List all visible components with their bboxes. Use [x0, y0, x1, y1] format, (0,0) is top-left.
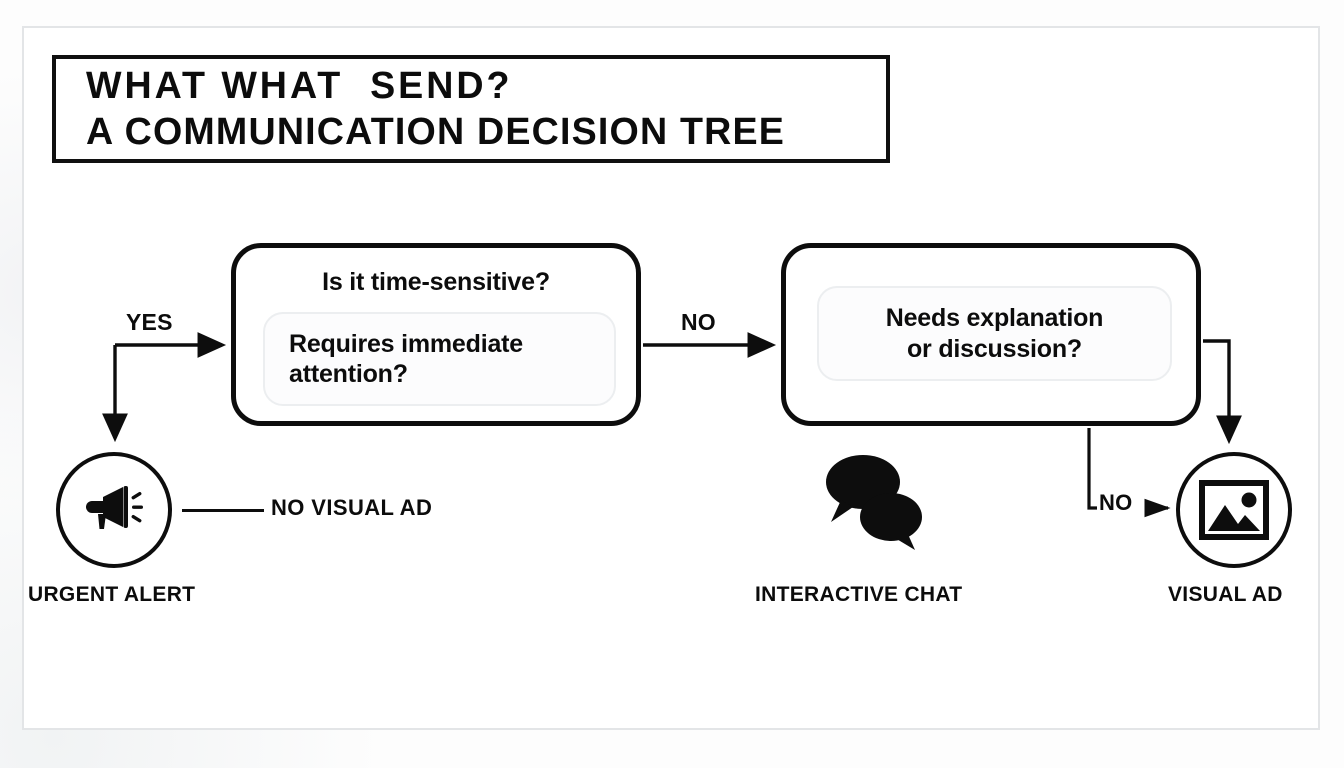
- decision-box-2-subquestion-line-2: or discussion?: [906, 334, 1082, 363]
- title-line-1: WHAT WHAT SEND?: [86, 64, 513, 107]
- decision-box-1-heading: Is it time-sensitive?: [322, 268, 550, 296]
- edge-label-no-to-visual-ad: NO: [1099, 490, 1133, 515]
- edge-label-no-to-second-box: NO: [681, 309, 716, 335]
- decision-box-1-subquestion-line-1: Requires immediate: [289, 329, 523, 358]
- visual-ad-circle: [1176, 452, 1292, 568]
- speech-bubbles-icon: [826, 455, 922, 550]
- urgent-alert-circle: [56, 452, 172, 568]
- edge-label-yes: YES: [126, 309, 173, 335]
- megaphone-icon: [86, 486, 143, 529]
- decision-box-1-subquestion: Requires immediate attention?: [263, 312, 616, 406]
- no-visual-ad-annotation: NO VISUAL AD: [271, 495, 433, 520]
- decision-box-2-subquestion: Needs explanation or discussion?: [817, 286, 1172, 381]
- interactive-chat-label: INTERACTIVE CHAT: [755, 583, 963, 606]
- decision-box-time-sensitive[interactable]: Is it time-sensitive? Requires immediate…: [231, 243, 641, 426]
- urgent-alert-label: URGENT ALERT: [28, 583, 196, 606]
- decision-box-2-subquestion-line-1: Needs explanation: [885, 304, 1104, 332]
- no-visual-ad-leader-line: [182, 509, 264, 512]
- decision-box-needs-explanation[interactable]: Needs explanation or discussion?: [781, 243, 1201, 426]
- title-line-2: A COMMUNICATION DECISION TREE: [86, 111, 786, 153]
- visual-ad-label: VISUAL AD: [1168, 583, 1283, 606]
- decision-box-1-subquestion-line-2: attention?: [289, 360, 408, 388]
- poster-title-box: WHAT WHAT SEND? A COMMUNICATION DECISION…: [52, 55, 890, 163]
- image-picture-icon: [1199, 480, 1269, 540]
